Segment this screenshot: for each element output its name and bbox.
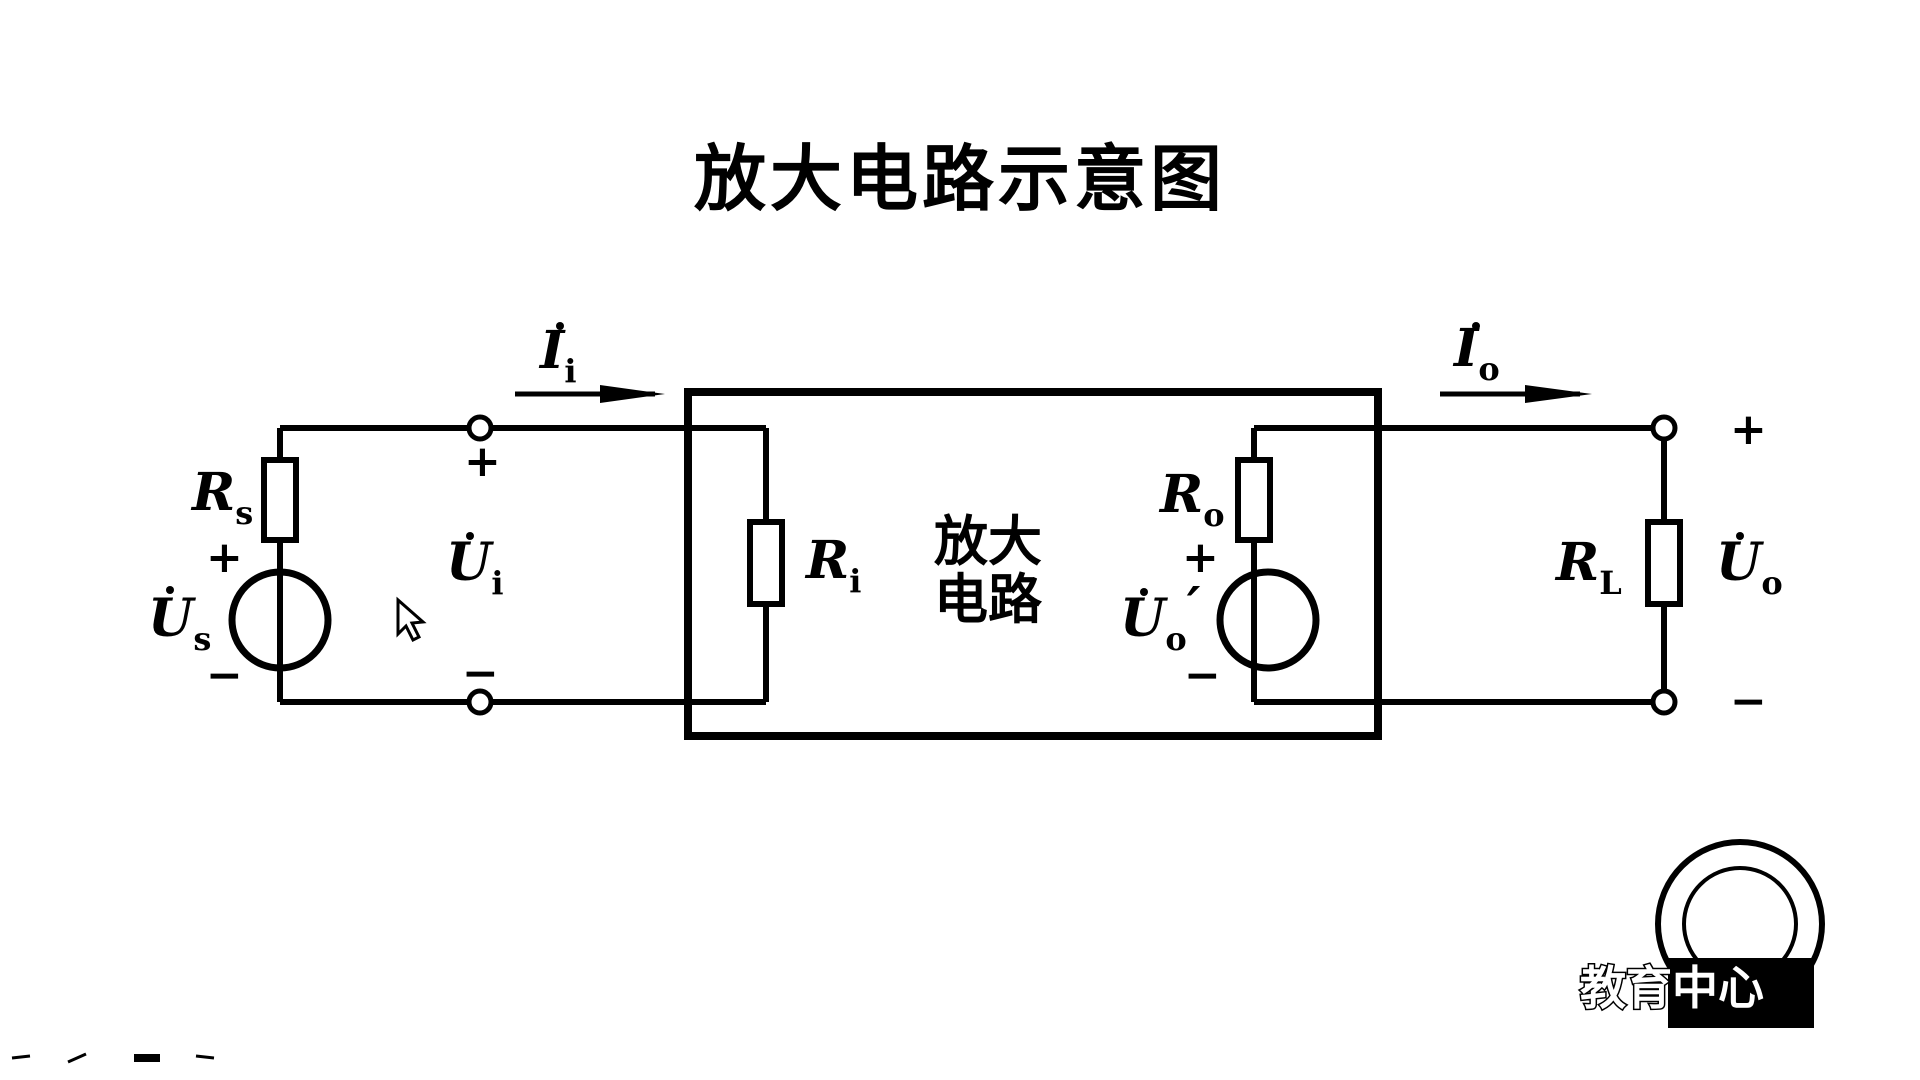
output-terminal-bottom <box>1650 688 1678 716</box>
mouse-cursor-icon <box>396 596 427 643</box>
output-current-arrowhead <box>1525 385 1592 403</box>
label-io-dot <box>1472 322 1480 330</box>
label-rl: RL <box>1554 532 1622 602</box>
label-ui-dot <box>466 532 474 540</box>
resistor-ri <box>747 519 785 607</box>
output-terminal-top <box>1650 414 1678 442</box>
resistor-rs <box>261 457 299 543</box>
label-ii-dot <box>556 322 564 330</box>
toolbar-glyph-1 <box>11 1054 31 1060</box>
input-terminal-bottom <box>466 688 494 716</box>
label-uo: Uo <box>1716 532 1783 602</box>
sign-ui-plus: + <box>464 436 501 487</box>
toolbar-glyph-2 <box>67 1052 87 1064</box>
amplifier-block <box>684 388 1382 740</box>
diagram-title: 放大电路示意图 <box>693 137 1226 221</box>
sign-us-plus: + <box>206 532 243 583</box>
amplifier-label-line2: 电路 <box>934 568 1043 631</box>
label-uo-prime-dot <box>1140 588 1148 596</box>
label-ui: Ui <box>446 532 504 602</box>
sign-uo-prime-minus: − <box>1184 650 1221 701</box>
sign-us-minus: − <box>206 650 243 701</box>
watermark-text: 教育中心 <box>1580 961 1764 1015</box>
label-ro: Ro <box>1158 464 1225 534</box>
watermark-black-bar <box>1668 958 1814 1028</box>
label-us: Us <box>148 588 211 658</box>
resistor-ro <box>1235 457 1273 543</box>
toolbar-glyph-3 <box>134 1054 160 1062</box>
voltage-source-uo-prime <box>1216 568 1320 672</box>
sign-uo-plus: + <box>1730 404 1767 455</box>
toolbar-glyph-4 <box>195 1054 215 1060</box>
label-ri: Ri <box>804 530 861 600</box>
label-us-dot <box>166 586 174 594</box>
label-rs: Rs <box>190 462 253 532</box>
amplifier-label-line1: 放大 <box>934 510 1042 573</box>
label-uo-prime: Uo′ <box>1120 576 1201 658</box>
sign-uo-prime-plus: + <box>1182 532 1219 583</box>
label-ii: Ii <box>538 320 576 390</box>
sign-ui-minus: − <box>462 648 499 699</box>
sign-uo-minus: − <box>1730 676 1767 727</box>
resistor-rl <box>1645 519 1683 607</box>
input-terminal-top <box>466 414 494 442</box>
input-current-arrowhead <box>600 385 665 403</box>
label-uo-dot <box>1736 532 1744 540</box>
